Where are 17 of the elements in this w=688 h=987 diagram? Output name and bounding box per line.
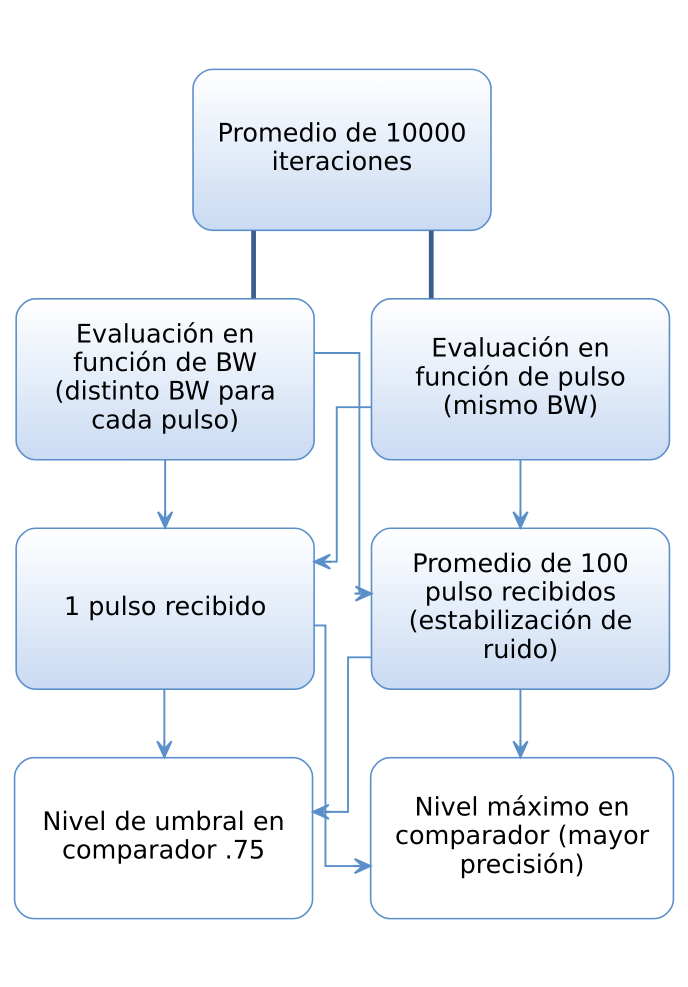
connector (428, 230, 434, 298)
arrow (512, 460, 529, 528)
node-box: Nivel máximo en comparador (mayor precisión) (370, 756, 674, 919)
arrow (312, 656, 372, 820)
arrow (314, 624, 372, 874)
arrow (313, 406, 372, 570)
arrow (512, 689, 529, 758)
node-box: Nivel de umbral en comparador .75 (14, 756, 314, 919)
arrow (157, 460, 174, 528)
arrow (314, 352, 372, 602)
node-box: 1 pulso recibido (15, 526, 315, 690)
node-box: Evaluación en función de BW (distinto BW para cada pulso) (15, 298, 315, 460)
node-box: Evaluación en función de pulso (mismo BW) (370, 298, 670, 460)
connector (251, 230, 256, 298)
arrow (156, 689, 172, 758)
node-box: Promedio de 10000 iteraciones (192, 68, 492, 231)
node-box: Promedio de 100 pulso recibidos (estabilización de ruido) (370, 526, 670, 690)
